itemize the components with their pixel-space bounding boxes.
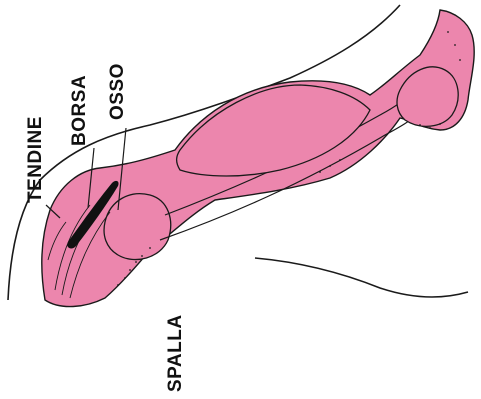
- label-osso: OSSO: [108, 63, 127, 120]
- label-tendine: TENDINE: [26, 116, 45, 203]
- body-outline-lower: [255, 258, 468, 297]
- humerus-head: [104, 194, 171, 260]
- label-borsa: BORSA: [70, 75, 89, 146]
- label-spalla: SPALLA: [166, 314, 185, 392]
